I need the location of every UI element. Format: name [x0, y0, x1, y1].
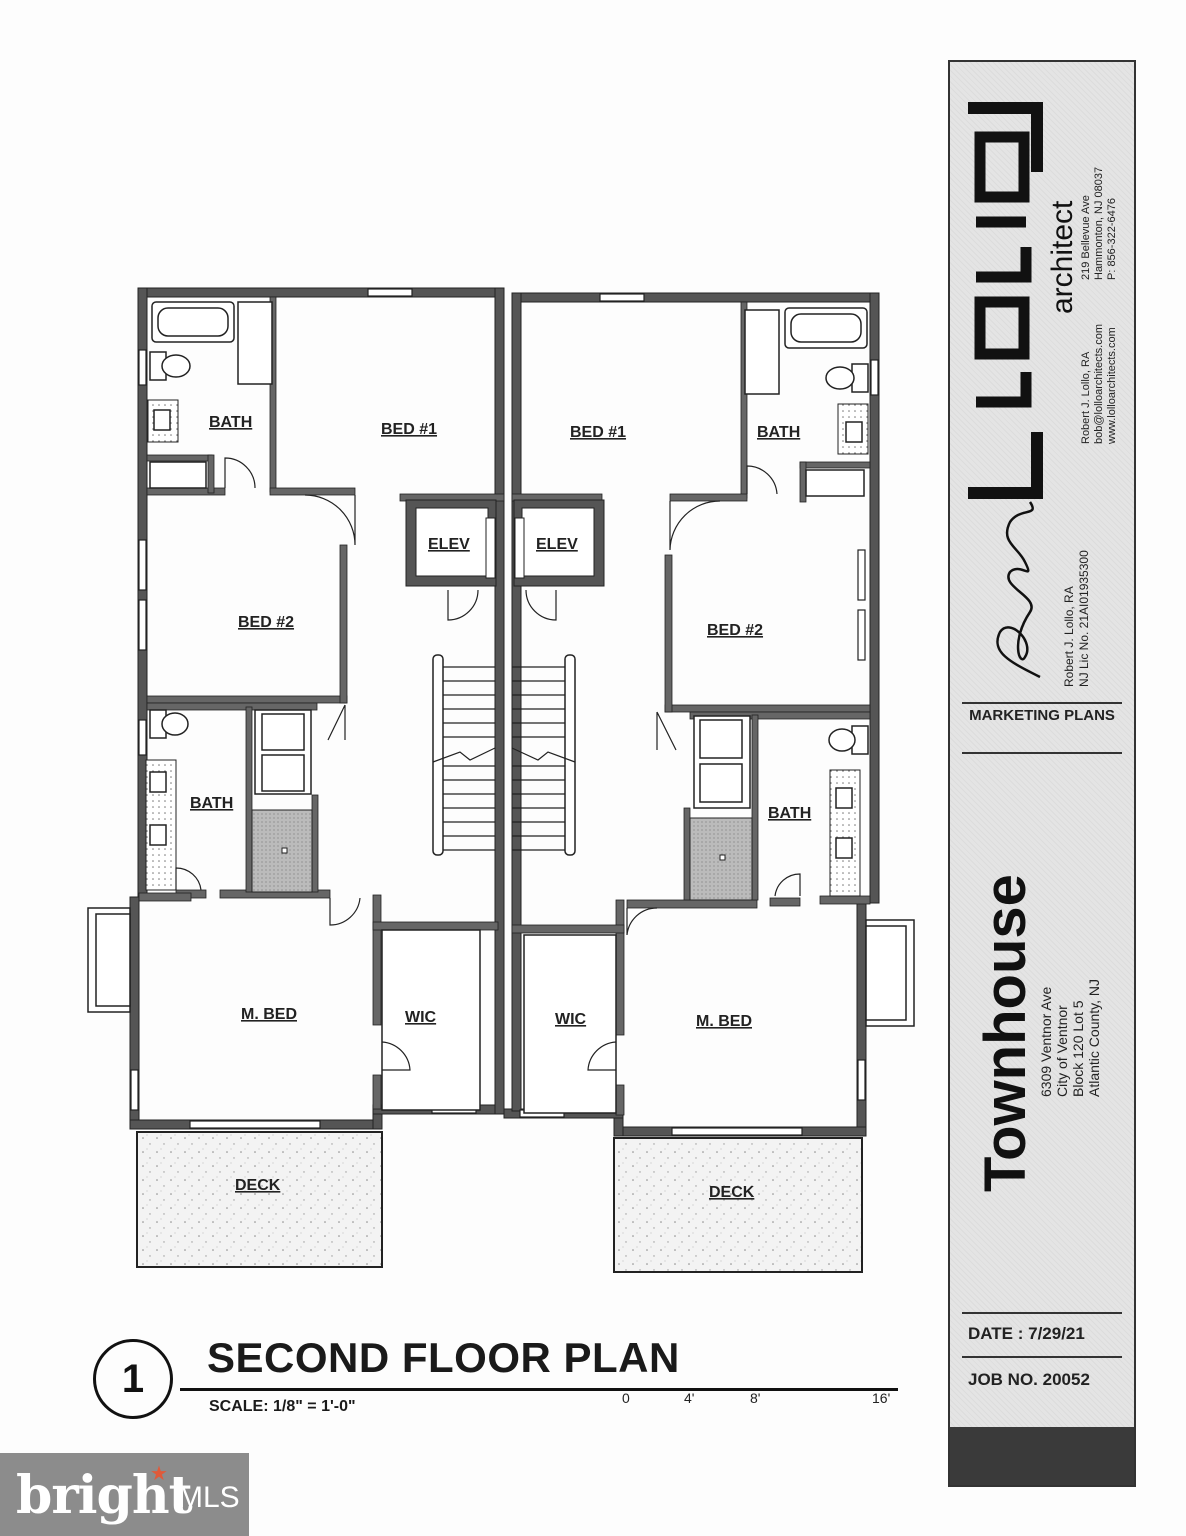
title-block: architect 219 Bellevue Ave Hammonton, NJ… — [948, 60, 1136, 1487]
room-deck-right: DECK — [709, 1184, 755, 1201]
room-bath-2-left: BATH — [190, 795, 233, 812]
room-bed1-right: BED #1 — [570, 424, 626, 441]
interior-walls-right — [511, 301, 871, 1116]
stairs-left — [432, 654, 496, 856]
scale-label-16: 16' — [872, 1390, 891, 1406]
firm-contact: Robert J. Lollo, RA bob@lolloarchitects.… — [1080, 324, 1118, 444]
room-mbed-right: M. BED — [696, 1013, 752, 1030]
firm-logo — [968, 102, 1043, 499]
room-mbed-left: M. BED — [241, 1006, 297, 1023]
title-block-footer — [950, 1427, 1134, 1485]
room-wic-right: WIC — [555, 1011, 587, 1028]
scale-label-8: 8' — [750, 1390, 761, 1406]
room-bath-2-right: BATH — [768, 805, 811, 822]
bright-mls-watermark: bright ★ MLS — [0, 1453, 249, 1536]
floor-plan-drawing: BATH BED #1 ELEV BED #2 BATH M. BED WIC … — [87, 287, 915, 1273]
room-bath-1-right: BATH — [757, 424, 800, 441]
room-bath-1-left: BATH — [209, 414, 252, 431]
stairs-right — [511, 654, 576, 856]
door-swings — [175, 457, 801, 1071]
room-bed2-right: BED #2 — [707, 622, 763, 639]
plan-title-rule — [180, 1388, 898, 1391]
deck-left — [136, 1131, 383, 1268]
firm-address: 219 Bellevue Ave Hammonton, NJ 08037 P: … — [1080, 166, 1118, 280]
room-deck-left: DECK — [235, 1177, 281, 1194]
watermark-brand: bright — [16, 1465, 193, 1526]
room-wic-left: WIC — [405, 1009, 437, 1026]
date-job-box: DATE : 7/29/21 JOB NO. 20052 — [962, 1312, 1122, 1412]
project-address: 6309 Ventnor Ave City of Ventnor Block 1… — [1038, 978, 1102, 1097]
room-bed1-left: BED #1 — [381, 421, 437, 438]
watermark-star-icon: ★ — [150, 1463, 168, 1485]
deck-right — [613, 1137, 863, 1273]
plan-number: 1 — [93, 1339, 173, 1419]
drawing-stage: MARKETING PLANS — [969, 707, 1115, 724]
scale-label-4: 4' — [684, 1390, 695, 1406]
license-info: Robert J. Lollo, RA NJ Lic No. 21AI01935… — [1062, 550, 1091, 687]
interior-walls-left — [138, 296, 505, 1110]
room-bed2-left: BED #2 — [238, 614, 294, 631]
watermark-suffix: MLS — [178, 1481, 240, 1514]
firm-name: architect — [1046, 200, 1079, 314]
room-elev-left: ELEV — [428, 536, 470, 553]
room-labels-right: BED #1 BATH ELEV BED #2 BATH WIC M. BED … — [536, 424, 811, 1201]
job-number: JOB NO. 20052 — [968, 1370, 1090, 1389]
fixtures-left — [145, 301, 481, 1111]
room-elev-right: ELEV — [536, 536, 578, 553]
plan-title: SECOND FLOOR PLAN — [207, 1334, 680, 1381]
windows — [130, 288, 879, 1136]
project-title: Townhouse — [973, 874, 1038, 1192]
fixtures-right — [523, 307, 869, 1114]
architect-signature — [996, 501, 1041, 679]
scale-label-0: 0 — [622, 1390, 630, 1406]
scale-note: SCALE: 1/8" = 1'-0" — [209, 1398, 356, 1415]
room-labels-left: BATH BED #1 ELEV BED #2 BATH M. BED WIC … — [190, 414, 470, 1194]
drawing-date: DATE : 7/29/21 — [968, 1324, 1085, 1343]
